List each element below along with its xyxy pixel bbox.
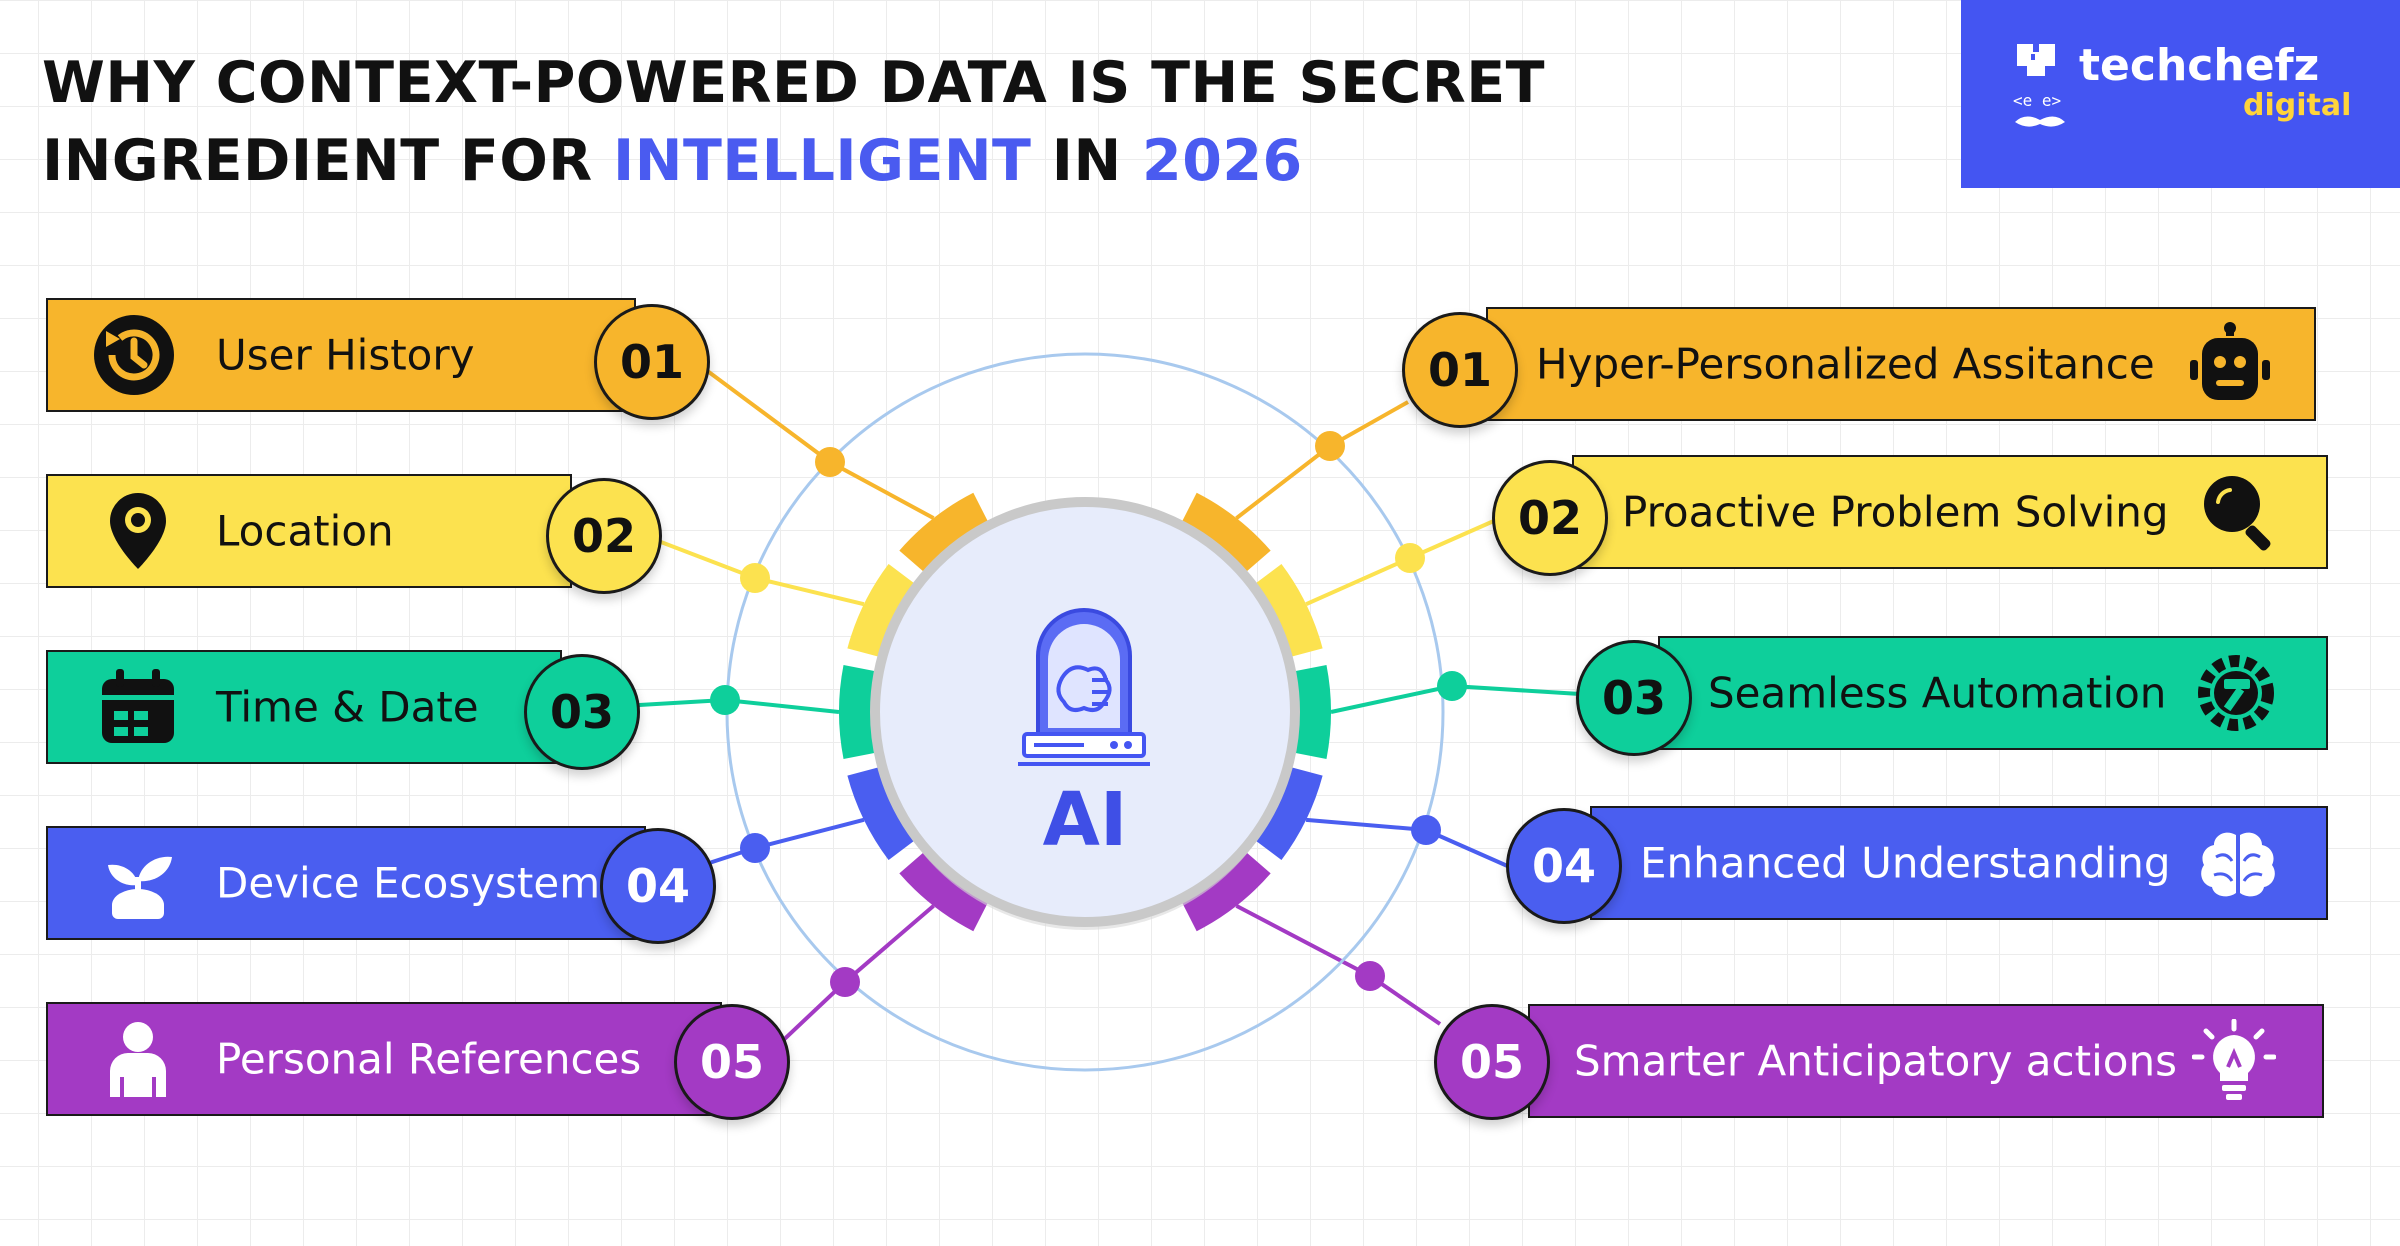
input-number: 04 [600, 828, 716, 944]
ring-segment [1181, 851, 1271, 932]
logo-subtitle: digital [2243, 88, 2352, 123]
input-number: 01 [594, 304, 710, 420]
output-label: Hyper-Personalized Assitance [1536, 339, 2155, 389]
connector-dot [1411, 815, 1441, 845]
history-icon [94, 315, 174, 395]
lightbulb-icon [2192, 1019, 2276, 1100]
output-bar-seamless-automation: Seamless Automation [1658, 636, 2328, 750]
connector-dot [710, 685, 740, 715]
connector-dots [710, 431, 1467, 997]
title-accent: INTELLIGENT [613, 128, 1032, 194]
output-bar-smarter-anticipatory: Smarter Anticipatory actions [1528, 1004, 2324, 1118]
input-label: Device Ecosystem [216, 858, 601, 908]
ring-segment [847, 563, 916, 658]
title-year: 2026 [1142, 128, 1303, 194]
title-line-1: WHY CONTEXT-POWERED DATA IS THE SECRET [42, 50, 1546, 116]
input-bar-time-date: Time & Date [46, 650, 562, 764]
output-bar-enhanced-understanding: Enhanced Understanding [1590, 806, 2328, 920]
output-number: 01 [1402, 312, 1518, 428]
connector-line [699, 817, 865, 868]
output-number: 02 [1492, 460, 1608, 576]
chef-logo-icon: <e e> [2013, 44, 2065, 127]
input-label: Personal References [216, 1034, 642, 1084]
connector-dot [1395, 543, 1425, 573]
ring-segment [1254, 563, 1323, 658]
page-title: WHY CONTEXT-POWERED DATA IS THE SECRET I… [42, 44, 1545, 200]
ai-server-icon [1018, 608, 1150, 766]
connector-dot [1437, 671, 1467, 701]
output-number: 05 [1434, 1004, 1550, 1120]
connector-dot [1315, 431, 1345, 461]
input-label: User History [216, 330, 475, 380]
output-bar-hyper-personalized: Hyper-Personalized Assitance [1486, 307, 2316, 421]
connector-dot [830, 967, 860, 997]
ring-segment [1181, 492, 1271, 573]
title-text: INGREDIENT FOR [42, 128, 614, 194]
ring-segment [899, 851, 989, 932]
magnifier-icon [2204, 476, 2271, 551]
input-number: 02 [546, 478, 662, 594]
output-label: Proactive Problem Solving [1622, 487, 2169, 537]
connector-dot [740, 833, 770, 863]
input-label: Time & Date [216, 682, 479, 732]
robot-icon [2190, 322, 2270, 400]
input-bar-location: Location [46, 474, 572, 588]
person-icon [110, 1022, 166, 1097]
brand-logo: <e e> techchefz digital [1961, 0, 2400, 188]
ring-segment [1254, 766, 1323, 861]
connector-line [696, 362, 935, 520]
ring-segment [839, 665, 877, 759]
input-number: 03 [524, 654, 640, 770]
connector-dot [815, 447, 845, 477]
output-number: 04 [1506, 808, 1622, 924]
center-label: AI [1043, 777, 1128, 863]
input-bar-personal-references: Personal References [46, 1002, 722, 1116]
input-label: Location [216, 506, 394, 556]
svg-text:<e e>: <e e> [2013, 91, 2061, 110]
ring-segment [1293, 665, 1331, 759]
connector-dot [740, 563, 770, 593]
output-label: Seamless Automation [1708, 668, 2167, 718]
calendar-icon [102, 669, 174, 743]
ring-segments [839, 492, 1331, 932]
title-text: IN [1031, 128, 1143, 194]
title-line-2: INGREDIENT FOR INTELLIGENT IN 2026 [42, 122, 1545, 200]
logo-wordmark: techchefz [2079, 40, 2320, 91]
brain-icon [2201, 832, 2275, 897]
output-bar-proactive-problem-solving: Proactive Problem Solving [1572, 455, 2328, 569]
input-bar-device-ecosystem: Device Ecosystem [46, 826, 646, 940]
connector-dot [1355, 961, 1385, 991]
plant-icon [108, 856, 172, 919]
output-number: 03 [1576, 640, 1692, 756]
output-label: Enhanced Understanding [1640, 838, 2171, 888]
ring-segment [847, 766, 916, 861]
location-pin-icon [110, 493, 166, 569]
gear-hammer-icon [2198, 655, 2274, 731]
ring-segment [899, 492, 989, 573]
input-bar-user-history: User History [46, 298, 636, 412]
output-label: Smarter Anticipatory actions [1574, 1036, 2177, 1086]
connector-line [1235, 400, 1409, 520]
input-number: 05 [674, 1004, 790, 1120]
